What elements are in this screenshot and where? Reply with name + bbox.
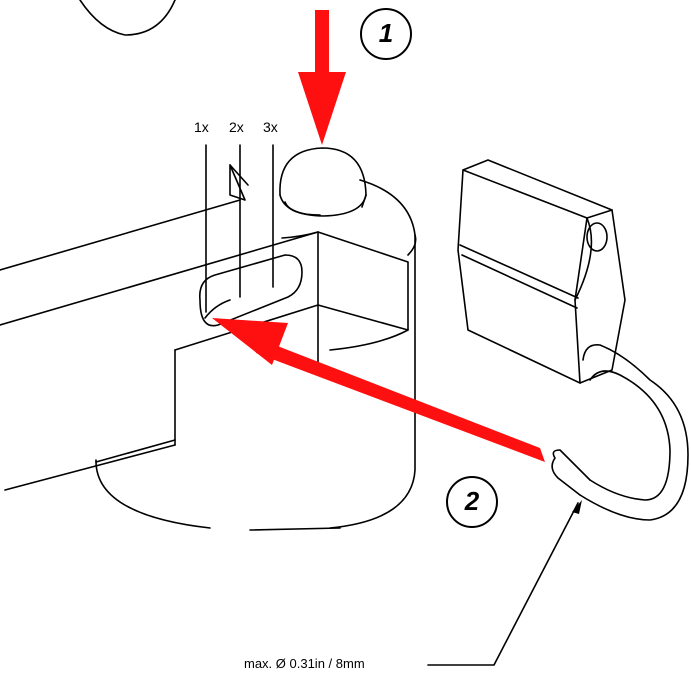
step-1-circle <box>360 8 412 60</box>
step-1-arrow <box>298 10 346 145</box>
leader-arrowhead <box>572 500 582 514</box>
step-2-number: 2 <box>464 486 480 516</box>
step-2-arrow <box>212 318 545 462</box>
dome-button <box>279 147 367 217</box>
base-board <box>4 439 176 491</box>
position-lines <box>205 144 274 313</box>
dimension-leader <box>427 502 579 666</box>
dimension-note: max. Ø 0.31in / 8mm <box>244 656 365 671</box>
position-label-3x: 3x <box>263 119 278 135</box>
step-2-circle <box>446 476 498 528</box>
padlock-shackle <box>551 343 689 521</box>
step-1-number: 1 <box>378 18 394 48</box>
lock-slot <box>198 254 303 327</box>
padlock-body <box>457 159 626 384</box>
position-label-1x: 1x <box>194 119 209 135</box>
rail <box>0 164 319 326</box>
position-label-2x: 2x <box>229 119 244 135</box>
lock-housing <box>95 179 417 531</box>
circle-fragment <box>79 0 176 36</box>
